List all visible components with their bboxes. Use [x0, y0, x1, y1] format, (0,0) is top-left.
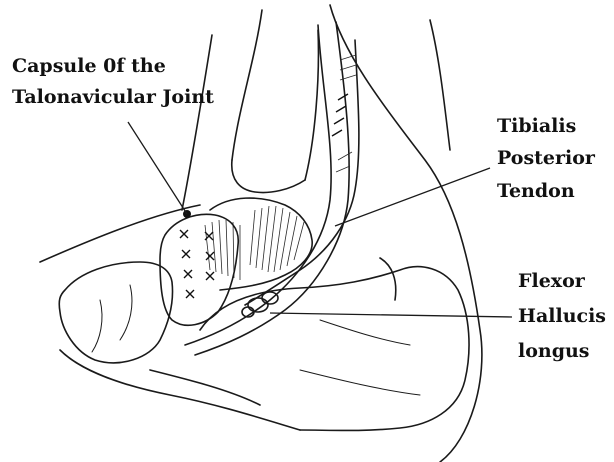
talus-bone — [210, 198, 312, 290]
flexor-label-line2: Hallucis — [518, 305, 606, 327]
capsule-leader-line — [128, 122, 187, 214]
tibialis-posterior-tendon — [185, 22, 349, 355]
tibialis-label-line3: Tendon — [497, 180, 575, 202]
flexor-leader-line — [270, 313, 512, 317]
tibialis-label-line1: Tibialis — [497, 115, 576, 137]
flexor-hallucis-longus-tendon — [242, 40, 359, 317]
capsule-label-line2: Talonavicular Joint — [12, 86, 214, 108]
flexor-label-line1: Flexor — [518, 270, 586, 292]
tibialis-label-line2: Posterior — [497, 147, 596, 169]
flexor-label-line3: longus — [518, 340, 590, 362]
calcaneus-bone — [200, 258, 469, 431]
shading-muscle — [205, 55, 356, 280]
foot-sole-outline — [60, 350, 300, 430]
tibialis-leader-line — [335, 168, 490, 226]
capsule-label-line1: Capsule 0f the — [12, 55, 166, 77]
navicular-bone — [59, 262, 172, 363]
tibia-bone — [232, 30, 319, 193]
